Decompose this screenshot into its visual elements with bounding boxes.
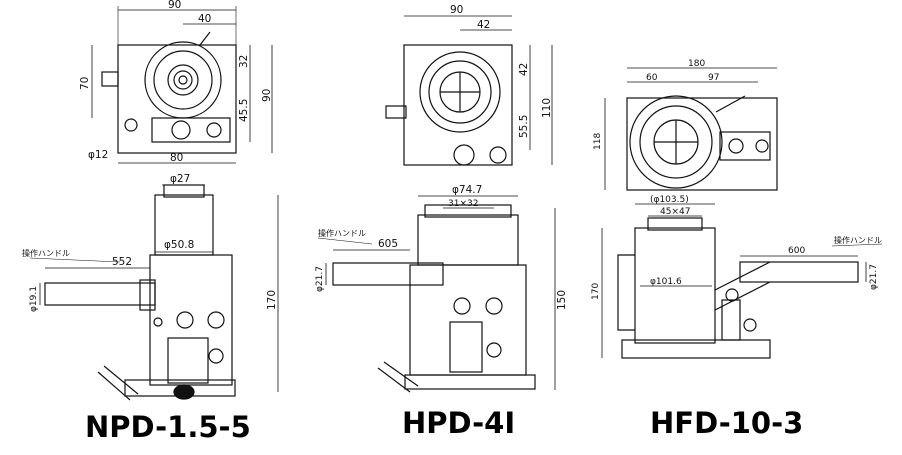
hfd-size: 45×47 (660, 207, 690, 217)
npd-d3: 45.5 (238, 99, 250, 122)
hpd-d3: 110 (541, 98, 553, 118)
hfd-depth: 118 (593, 133, 603, 150)
npd-ram: φ27 (170, 173, 190, 185)
hfd-cylinder: φ101.6 (650, 277, 682, 287)
npd-d2: 32 (238, 55, 250, 68)
npd-handle-len: 552 (112, 256, 132, 268)
model-label-hpd: HPD-4I (402, 406, 516, 440)
npd-width: 90 (168, 0, 181, 11)
hfd-handle-len: 600 (788, 246, 805, 256)
npd-side-view (29, 184, 279, 401)
hpd-side-view (317, 195, 556, 393)
hpd-width: 90 (450, 4, 463, 16)
npd-d4: 90 (261, 89, 273, 102)
hfd-handle-label: 操作ハンドル (834, 235, 882, 245)
npd-base: 80 (170, 152, 183, 164)
hpd-d2: 55.5 (518, 115, 530, 138)
hpd-handle-dia: φ21.7 (315, 266, 325, 292)
hfd-right: 97 (708, 73, 719, 83)
npd-offset: 40 (198, 13, 211, 25)
npd-handle-dia: φ19.1 (29, 286, 39, 312)
hpd-handle-label: 操作ハンドル (318, 228, 366, 238)
model-label-hfd: HFD-10-3 (650, 406, 804, 440)
hfd-handle-dia: φ21.7 (869, 264, 879, 290)
hfd-outer: (φ103.5) (650, 195, 689, 205)
hpd-cylinder: φ74.7 (452, 184, 482, 196)
hfd-left: 60 (646, 73, 658, 83)
hpd-handle-len: 605 (378, 238, 398, 250)
npd-hole: φ12 (88, 149, 108, 161)
npd-handle-label: 操作ハンドル (22, 248, 70, 258)
hpd-size: 31×32 (448, 199, 478, 209)
model-label-npd: NPD-1.5-5 (85, 410, 251, 444)
npd-height: 170 (266, 290, 278, 310)
npd-cylinder: φ50.8 (164, 239, 194, 251)
hpd-d1: 42 (518, 63, 530, 76)
npd-top-view (91, 6, 273, 164)
hfd-top-view (604, 67, 778, 191)
hpd-offset: 42 (477, 19, 490, 31)
hpd-top-view (385, 15, 553, 166)
npd-d1: 70 (79, 77, 91, 90)
hfd-height: 170 (591, 283, 601, 300)
hfd-side-view (601, 203, 883, 359)
hpd-height: 150 (556, 290, 568, 310)
hfd-width: 180 (688, 59, 705, 69)
